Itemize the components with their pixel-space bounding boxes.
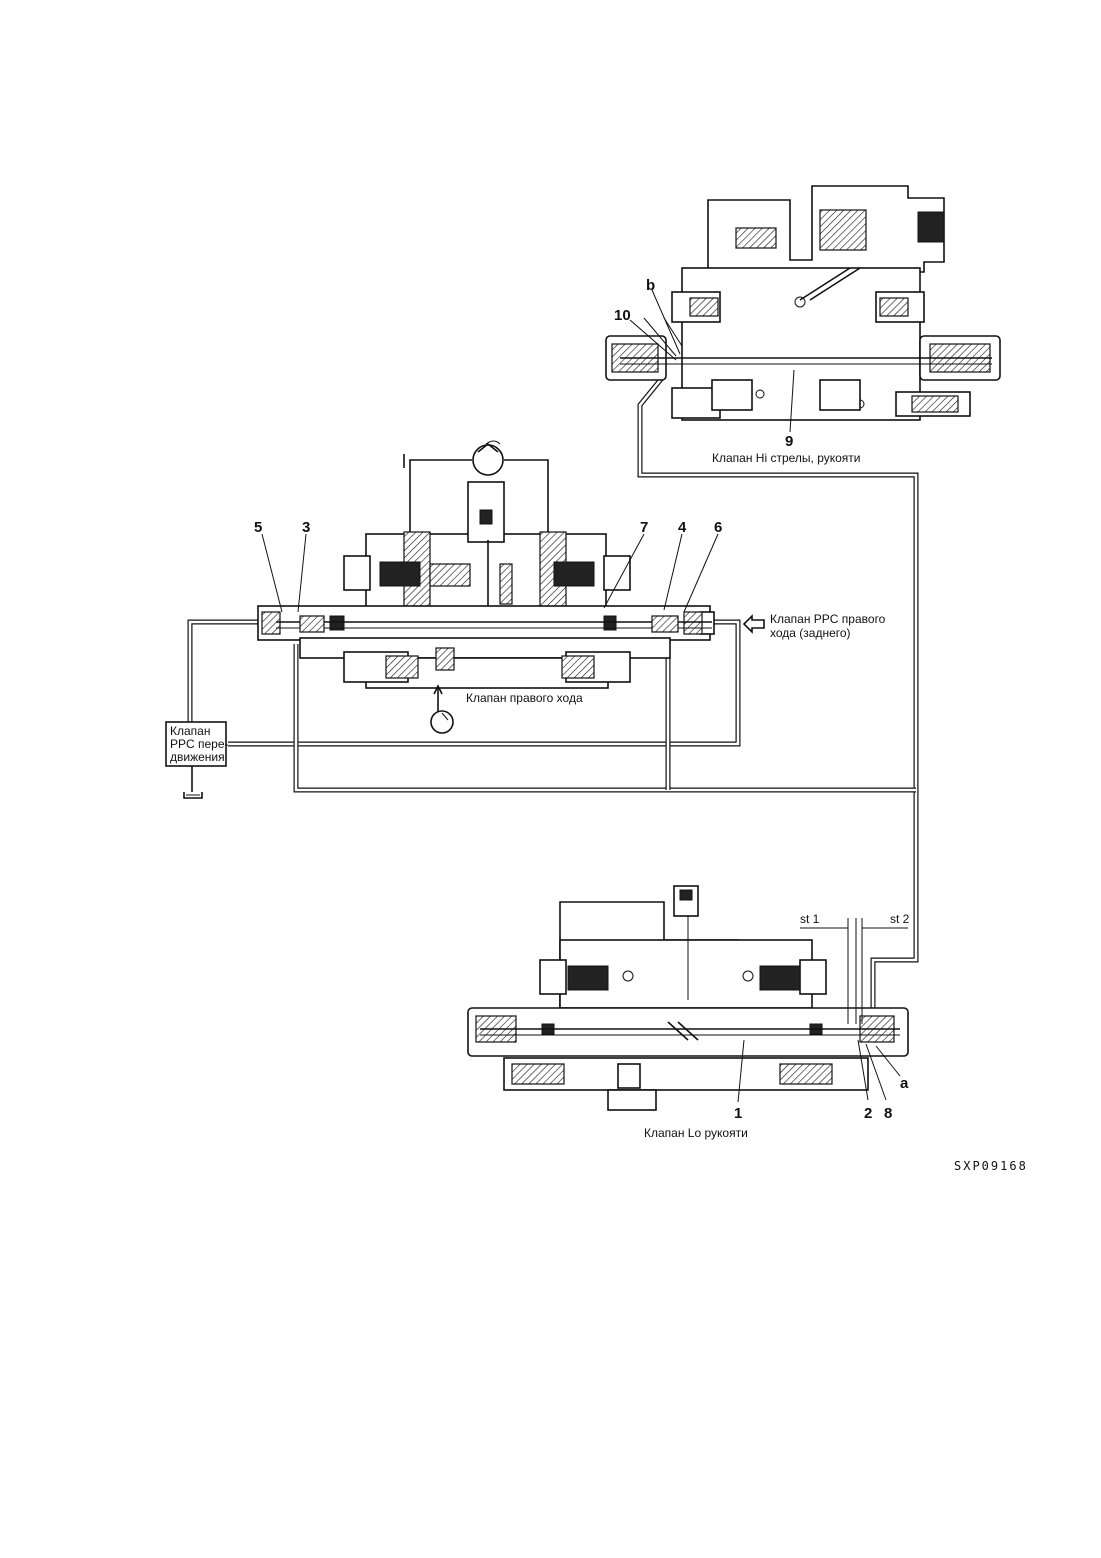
lo-arm-valve-label: Клапан Lo рукояти	[644, 1126, 748, 1140]
right-travel-valve	[257, 440, 765, 734]
part-number-4: 4	[678, 519, 687, 536]
lo-arm-valve	[467, 885, 909, 1111]
part-label-b: b	[646, 277, 655, 294]
drawing-code: SXP09168	[954, 1159, 1028, 1173]
part-number-6: 6	[714, 519, 722, 536]
part-number-7: 7	[640, 519, 648, 536]
right-travel-valve-label: Клапан правого хода	[466, 691, 583, 705]
part-number-1: 1	[734, 1105, 742, 1122]
ppc-travel-label-line3: движения	[170, 750, 225, 764]
part-number-3: 3	[302, 519, 310, 536]
part-number-9: 9	[785, 433, 793, 450]
ppc-travel-valve-box	[165, 721, 227, 799]
ppc-right-travel-reverse-label-line1: Клапан PPC правого	[770, 612, 886, 626]
part-number-2: 2	[864, 1105, 872, 1122]
ppc-travel-label-line1: Клапан	[170, 724, 210, 738]
ppc-travel-label-line2: PPC пере-	[170, 737, 229, 751]
hi-boom-arm-valve	[605, 185, 1001, 421]
part-number-10: 10	[614, 307, 631, 324]
hi-valve-label: Клапан Hi стрелы, рукояти	[712, 451, 861, 465]
ppc-right-travel-reverse-label-line2: хода (заднего)	[770, 626, 851, 640]
leader-lines	[261, 289, 901, 1103]
stroke-1-label: st 1	[800, 912, 820, 926]
part-number-8: 8	[884, 1105, 892, 1122]
stroke-2-label: st 2	[890, 912, 910, 926]
part-label-a: a	[900, 1075, 909, 1092]
part-number-5: 5	[254, 519, 262, 536]
